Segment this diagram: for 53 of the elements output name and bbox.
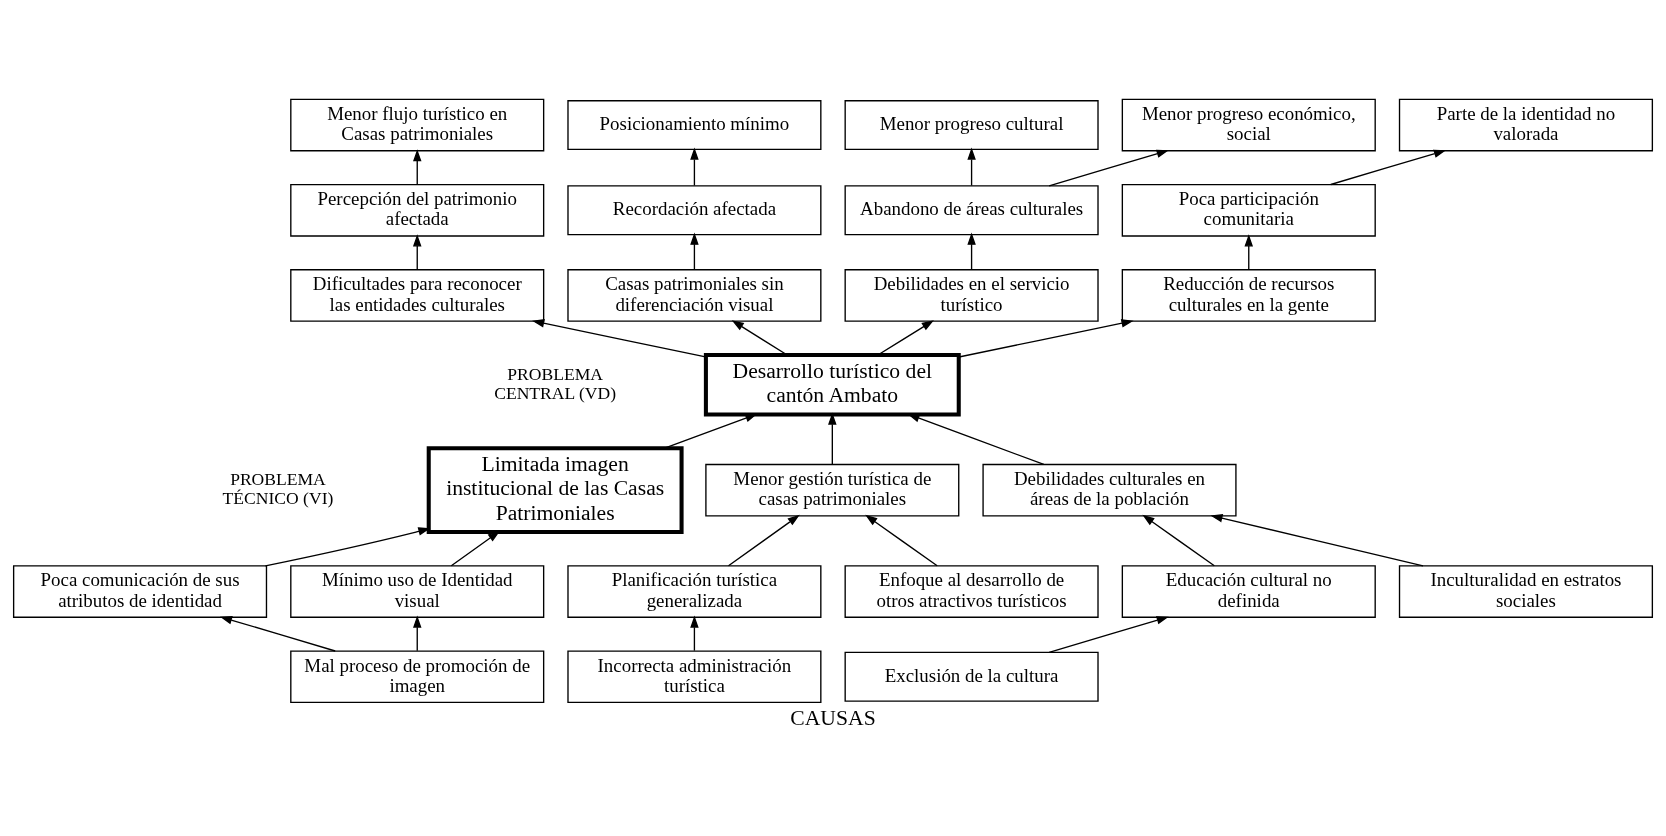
- node-box: Educación cultural no definida: [1121, 564, 1376, 618]
- node-box: Menor flujo turístico en Casas patrimoniales: [290, 98, 545, 151]
- arrow: [727, 514, 800, 566]
- node-box: Menor progreso cultural: [844, 99, 1099, 150]
- arrow: [690, 615, 699, 651]
- arrow: [907, 413, 1045, 465]
- arrow: [219, 615, 336, 652]
- node-box: Desarrollo turístico del cantón Ambato: [703, 352, 961, 416]
- node-box: Posicionamiento mínimo: [567, 99, 822, 150]
- label: PROBLEMA TÉCNICO (VI): [222, 468, 334, 508]
- arrow: [1142, 514, 1215, 566]
- arrow: [967, 232, 976, 270]
- arrow: [1048, 615, 1169, 653]
- node-box: Debilidades en el servicio turístico: [844, 268, 1099, 322]
- node-box: Exclusión de la cultura: [844, 651, 1099, 702]
- arrow: [1210, 513, 1424, 566]
- node-box: Parte de la identidad no valorada: [1398, 98, 1654, 151]
- arrow: [731, 319, 788, 355]
- label: PROBLEMA CENTRAL (VD): [494, 363, 617, 403]
- node-box: Incorrecta administración turística: [567, 649, 822, 703]
- arrow: [690, 147, 699, 186]
- caption: CAUSAS: [790, 705, 876, 730]
- node-box: Menor gestión turística de casas patrimoniales: [705, 463, 960, 517]
- node-box: Planificación turística generalizada: [567, 564, 822, 618]
- arrow: [1048, 149, 1169, 187]
- arrow: [412, 233, 422, 270]
- node-box: Enfoque al desarrollo de otros atractivos turísticos: [844, 564, 1099, 618]
- node-box: Casas patrimoniales sin diferenciación visual: [567, 268, 822, 322]
- node-box: Recordación afectada: [567, 184, 822, 235]
- arrow: [828, 412, 837, 465]
- arrow: [877, 319, 934, 355]
- arrow: [1244, 233, 1254, 270]
- arrow: [412, 148, 422, 185]
- node-box: Menor progreso económico, social: [1121, 98, 1376, 151]
- node-box: Poca participación comunitaria: [1121, 183, 1376, 237]
- node-box: Inculturalidad en estratos sociales: [1398, 564, 1654, 618]
- arrow: [412, 615, 422, 651]
- arrow: [958, 318, 1134, 358]
- node-box: Reducción de recursos culturales en la gente: [1121, 268, 1376, 322]
- node-box: Mal proceso de promoción de imagen: [290, 649, 545, 703]
- arrow: [532, 318, 707, 358]
- node-box: Poca comunicación de sus atributos de identidad: [12, 564, 268, 618]
- node-box: Debilidades culturales en áreas de la población: [982, 463, 1237, 517]
- arrow: [1330, 149, 1447, 185]
- arrow: [967, 147, 976, 186]
- node-box: Mínimo uso de Identidad visual: [290, 564, 545, 618]
- arrow: [690, 232, 699, 270]
- arrow: [664, 413, 758, 449]
- arrow: [865, 514, 938, 566]
- node-box: Limitada imagen institucional de las Casas Patrimoniales: [426, 445, 684, 534]
- node-box: Percepción del patrimonio afectada: [290, 183, 545, 237]
- node-box: Abandono de áreas culturales: [844, 184, 1099, 235]
- node-box: Dificultades para reconocer las entidades culturales: [290, 268, 545, 322]
